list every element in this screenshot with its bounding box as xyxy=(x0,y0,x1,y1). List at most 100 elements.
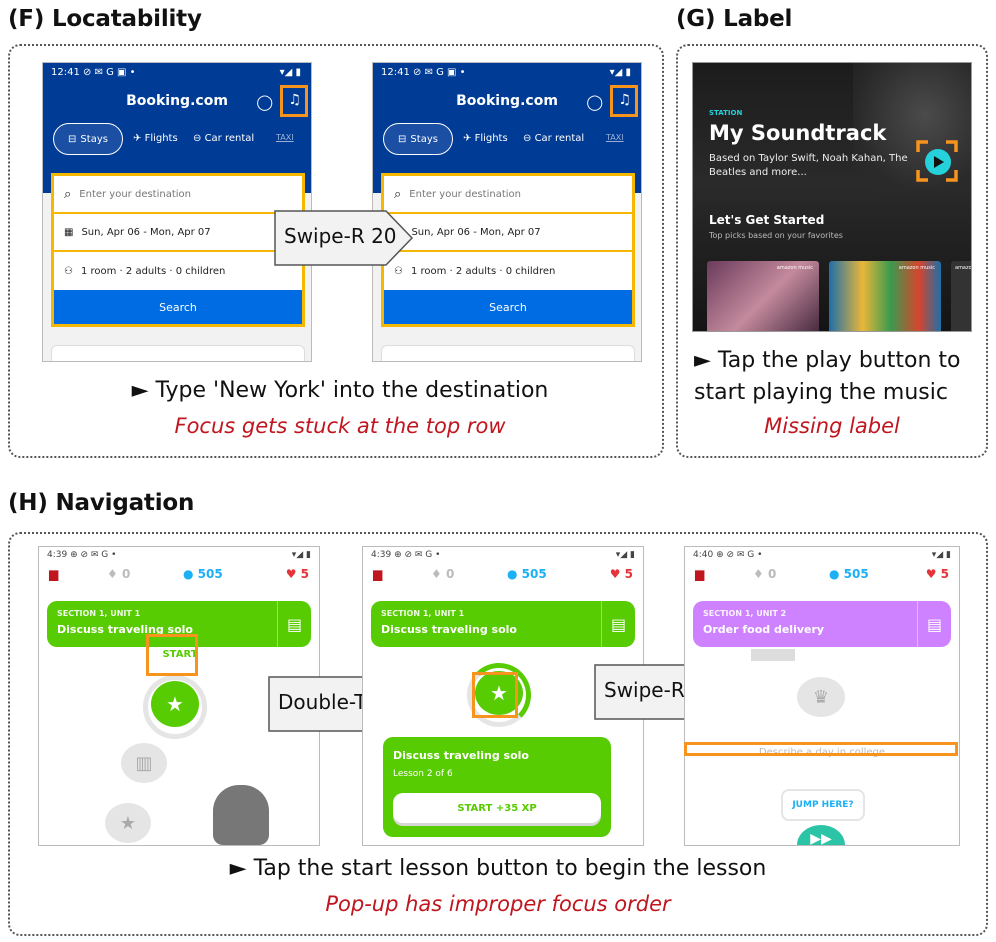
section-subheading: Top picks based on your favorites xyxy=(709,231,843,240)
star-icon: ★ xyxy=(119,812,137,834)
search-button[interactable]: Search xyxy=(54,290,302,324)
calendar-icon: ▦ xyxy=(64,226,74,238)
duo-screen-3: 4:40 ⊕ ⊘ ✉ G • ▾◢ ▮ ▆ ♦ 0 ● 505 ♥ 5 SECT… xyxy=(684,546,960,846)
focus-highlight-start xyxy=(146,634,198,676)
status-bar: 12:41 ⊘ ✉ G ▣ • xyxy=(381,67,466,78)
booking-screen-before: 12:41 ⊘ ✉ G ▣ • ▾◢ ▮ Booking.com ◯ ♫ ⊟St… xyxy=(42,62,312,362)
gem-counter[interactable]: ● 505 xyxy=(183,567,223,581)
album-card-3[interactable]: amazo xyxy=(951,261,971,331)
bell-icon[interactable]: ♫ xyxy=(288,92,301,108)
guests-field[interactable]: ⚇1 room · 2 adults · 0 children xyxy=(64,265,226,277)
streak-counter[interactable]: ♦ 0 xyxy=(107,567,131,581)
flag-icon[interactable]: ▆ xyxy=(373,567,383,581)
booking-screen-after: 12:41 ⊘ ✉ G ▣ • ▾◢ ▮ Booking.com ◯ ♫ ⊟St… xyxy=(372,62,642,362)
tab-car-rental[interactable]: ⊖ Car rental xyxy=(193,133,255,144)
flag-icon[interactable]: ▆ xyxy=(695,567,705,581)
jump-here-button[interactable]: JUMP HERE? xyxy=(781,789,865,821)
trophy-node[interactable]: ♛ xyxy=(797,677,845,717)
guests-field[interactable]: ⚇1 room · 2 adults · 0 children xyxy=(394,265,556,277)
gem-counter[interactable]: ● 505 xyxy=(507,567,547,581)
guidebook-icon[interactable]: ▤ xyxy=(277,601,311,647)
chat-icon[interactable]: ◯ xyxy=(586,93,603,111)
station-headline: My Soundtrack xyxy=(709,121,887,145)
panel-locatability xyxy=(8,44,664,458)
focus-highlight-divider xyxy=(684,742,958,756)
gem-counter[interactable]: ● 505 xyxy=(829,567,869,581)
issue-g: Missing label xyxy=(764,414,900,438)
search-form: ⌕Enter your destination ▦Sun, Apr 06 - M… xyxy=(381,173,635,327)
destination-input[interactable]: ⌕Enter your destination xyxy=(54,176,302,214)
play-button[interactable] xyxy=(925,149,951,175)
flag-icon[interactable]: ▆ xyxy=(49,567,59,581)
chest-icon xyxy=(751,649,795,661)
section-title-label: (G) Label xyxy=(676,6,793,32)
start-tooltip[interactable]: START xyxy=(162,649,198,660)
stats-bar: ▆ ♦ 0 ● 505 ♥ 5 xyxy=(363,567,643,587)
status-bar: 12:41 ⊘ ✉ G ▣ • xyxy=(51,67,136,78)
start-lesson-button[interactable]: START +35 XP xyxy=(393,793,601,823)
section-title-locatability: (F) Locatability xyxy=(8,6,202,32)
unit-card[interactable]: SECTION 1, UNIT 2 Order food delivery ▤ xyxy=(693,601,951,647)
lesson-node-star[interactable]: ★ xyxy=(151,681,199,727)
tab-flights[interactable]: ✈ Flights xyxy=(463,133,508,144)
caption-h: ► Tap the start lesson button to begin t… xyxy=(229,856,767,881)
lesson-popup: Discuss traveling solo Lesson 2 of 6 STA… xyxy=(383,737,611,837)
fast-forward-icon: ▶▶ xyxy=(810,831,832,846)
panel-navigation xyxy=(8,532,988,936)
caption-g-1: ► Tap the play button to xyxy=(694,348,961,373)
heart-counter[interactable]: ♥ 5 xyxy=(285,567,309,581)
album-card-2[interactable]: amazon music xyxy=(829,261,941,331)
caption-g-2: start playing the music xyxy=(694,380,948,405)
signal-battery-icon: ▾◢ ▮ xyxy=(931,550,951,560)
tab-car-rental[interactable]: ⊖ Car rental xyxy=(523,133,585,144)
date-field[interactable]: ▦Sun, Apr 06 - Mon, Apr 07 xyxy=(54,214,302,252)
hero-image xyxy=(853,63,971,193)
status-bar: 4:39 ⊕ ⊘ ✉ G • xyxy=(47,550,117,560)
lesson-node-book[interactable]: ▥ xyxy=(121,743,167,783)
mascot-owl xyxy=(213,785,269,845)
book-icon: ▥ xyxy=(135,752,153,774)
station-desc-1: Based on Taylor Swift, Noah Kahan, The xyxy=(709,153,908,164)
tab-taxi[interactable]: TAXI xyxy=(276,133,294,142)
popup-title: Discuss traveling solo xyxy=(393,749,529,762)
swipe-arrow xyxy=(274,210,414,266)
tab-flights[interactable]: ✈ Flights xyxy=(133,133,178,144)
tab-taxi[interactable]: TAXI xyxy=(606,133,624,142)
focus-highlight-node xyxy=(472,672,518,718)
bed-icon: ⊟ xyxy=(398,133,407,145)
chat-icon[interactable]: ◯ xyxy=(256,93,273,111)
fast-forward-node[interactable]: ▶▶ xyxy=(797,825,845,846)
signal-battery-icon: ▾◢ ▮ xyxy=(291,550,311,560)
card-placeholder xyxy=(381,345,635,361)
tab-stays[interactable]: ⊟Stays xyxy=(383,123,453,155)
heart-counter[interactable]: ♥ 5 xyxy=(609,567,633,581)
focus-highlight-play xyxy=(916,140,958,182)
unit-card[interactable]: SECTION 1, UNIT 1 Discuss traveling solo… xyxy=(47,601,311,647)
stats-bar: ▆ ♦ 0 ● 505 ♥ 5 xyxy=(39,567,319,587)
lesson-node-locked[interactable]: ★ xyxy=(105,803,151,843)
star-icon: ★ xyxy=(166,692,184,716)
bell-icon[interactable]: ♫ xyxy=(618,92,631,108)
stats-bar: ▆ ♦ 0 ● 505 ♥ 5 xyxy=(685,567,959,587)
streak-counter[interactable]: ♦ 0 xyxy=(431,567,455,581)
popup-subtitle: Lesson 2 of 6 xyxy=(393,769,453,779)
brand-title: Booking.com xyxy=(126,93,228,109)
guidebook-icon[interactable]: ▤ xyxy=(917,601,951,647)
signal-battery-icon: ▾◢ ▮ xyxy=(609,67,631,78)
status-bar: 4:39 ⊕ ⊘ ✉ G • xyxy=(371,550,441,560)
destination-input[interactable]: ⌕Enter your destination xyxy=(384,176,632,214)
duo-screen-2: 4:39 ⊕ ⊘ ✉ G • ▾◢ ▮ ▆ ♦ 0 ● 505 ♥ 5 SECT… xyxy=(362,546,644,846)
brand-title: Booking.com xyxy=(456,93,558,109)
unit-card[interactable]: SECTION 1, UNIT 1 Discuss traveling solo… xyxy=(371,601,635,647)
date-field[interactable]: ▦Sun, Apr 06 - Mon, Apr 07 xyxy=(384,214,632,252)
issue-f: Focus gets stuck at the top row xyxy=(174,414,506,438)
play-icon xyxy=(934,156,944,168)
guidebook-icon[interactable]: ▤ xyxy=(601,601,635,647)
streak-counter[interactable]: ♦ 0 xyxy=(753,567,777,581)
album-card-1[interactable]: amazon music xyxy=(707,261,819,331)
search-button[interactable]: Search xyxy=(384,290,632,324)
caption-f: ► Type 'New York' into the destination xyxy=(131,378,549,403)
tab-stays[interactable]: ⊟Stays xyxy=(53,123,123,155)
focus-highlight-bell xyxy=(280,85,308,117)
heart-counter[interactable]: ♥ 5 xyxy=(925,567,949,581)
